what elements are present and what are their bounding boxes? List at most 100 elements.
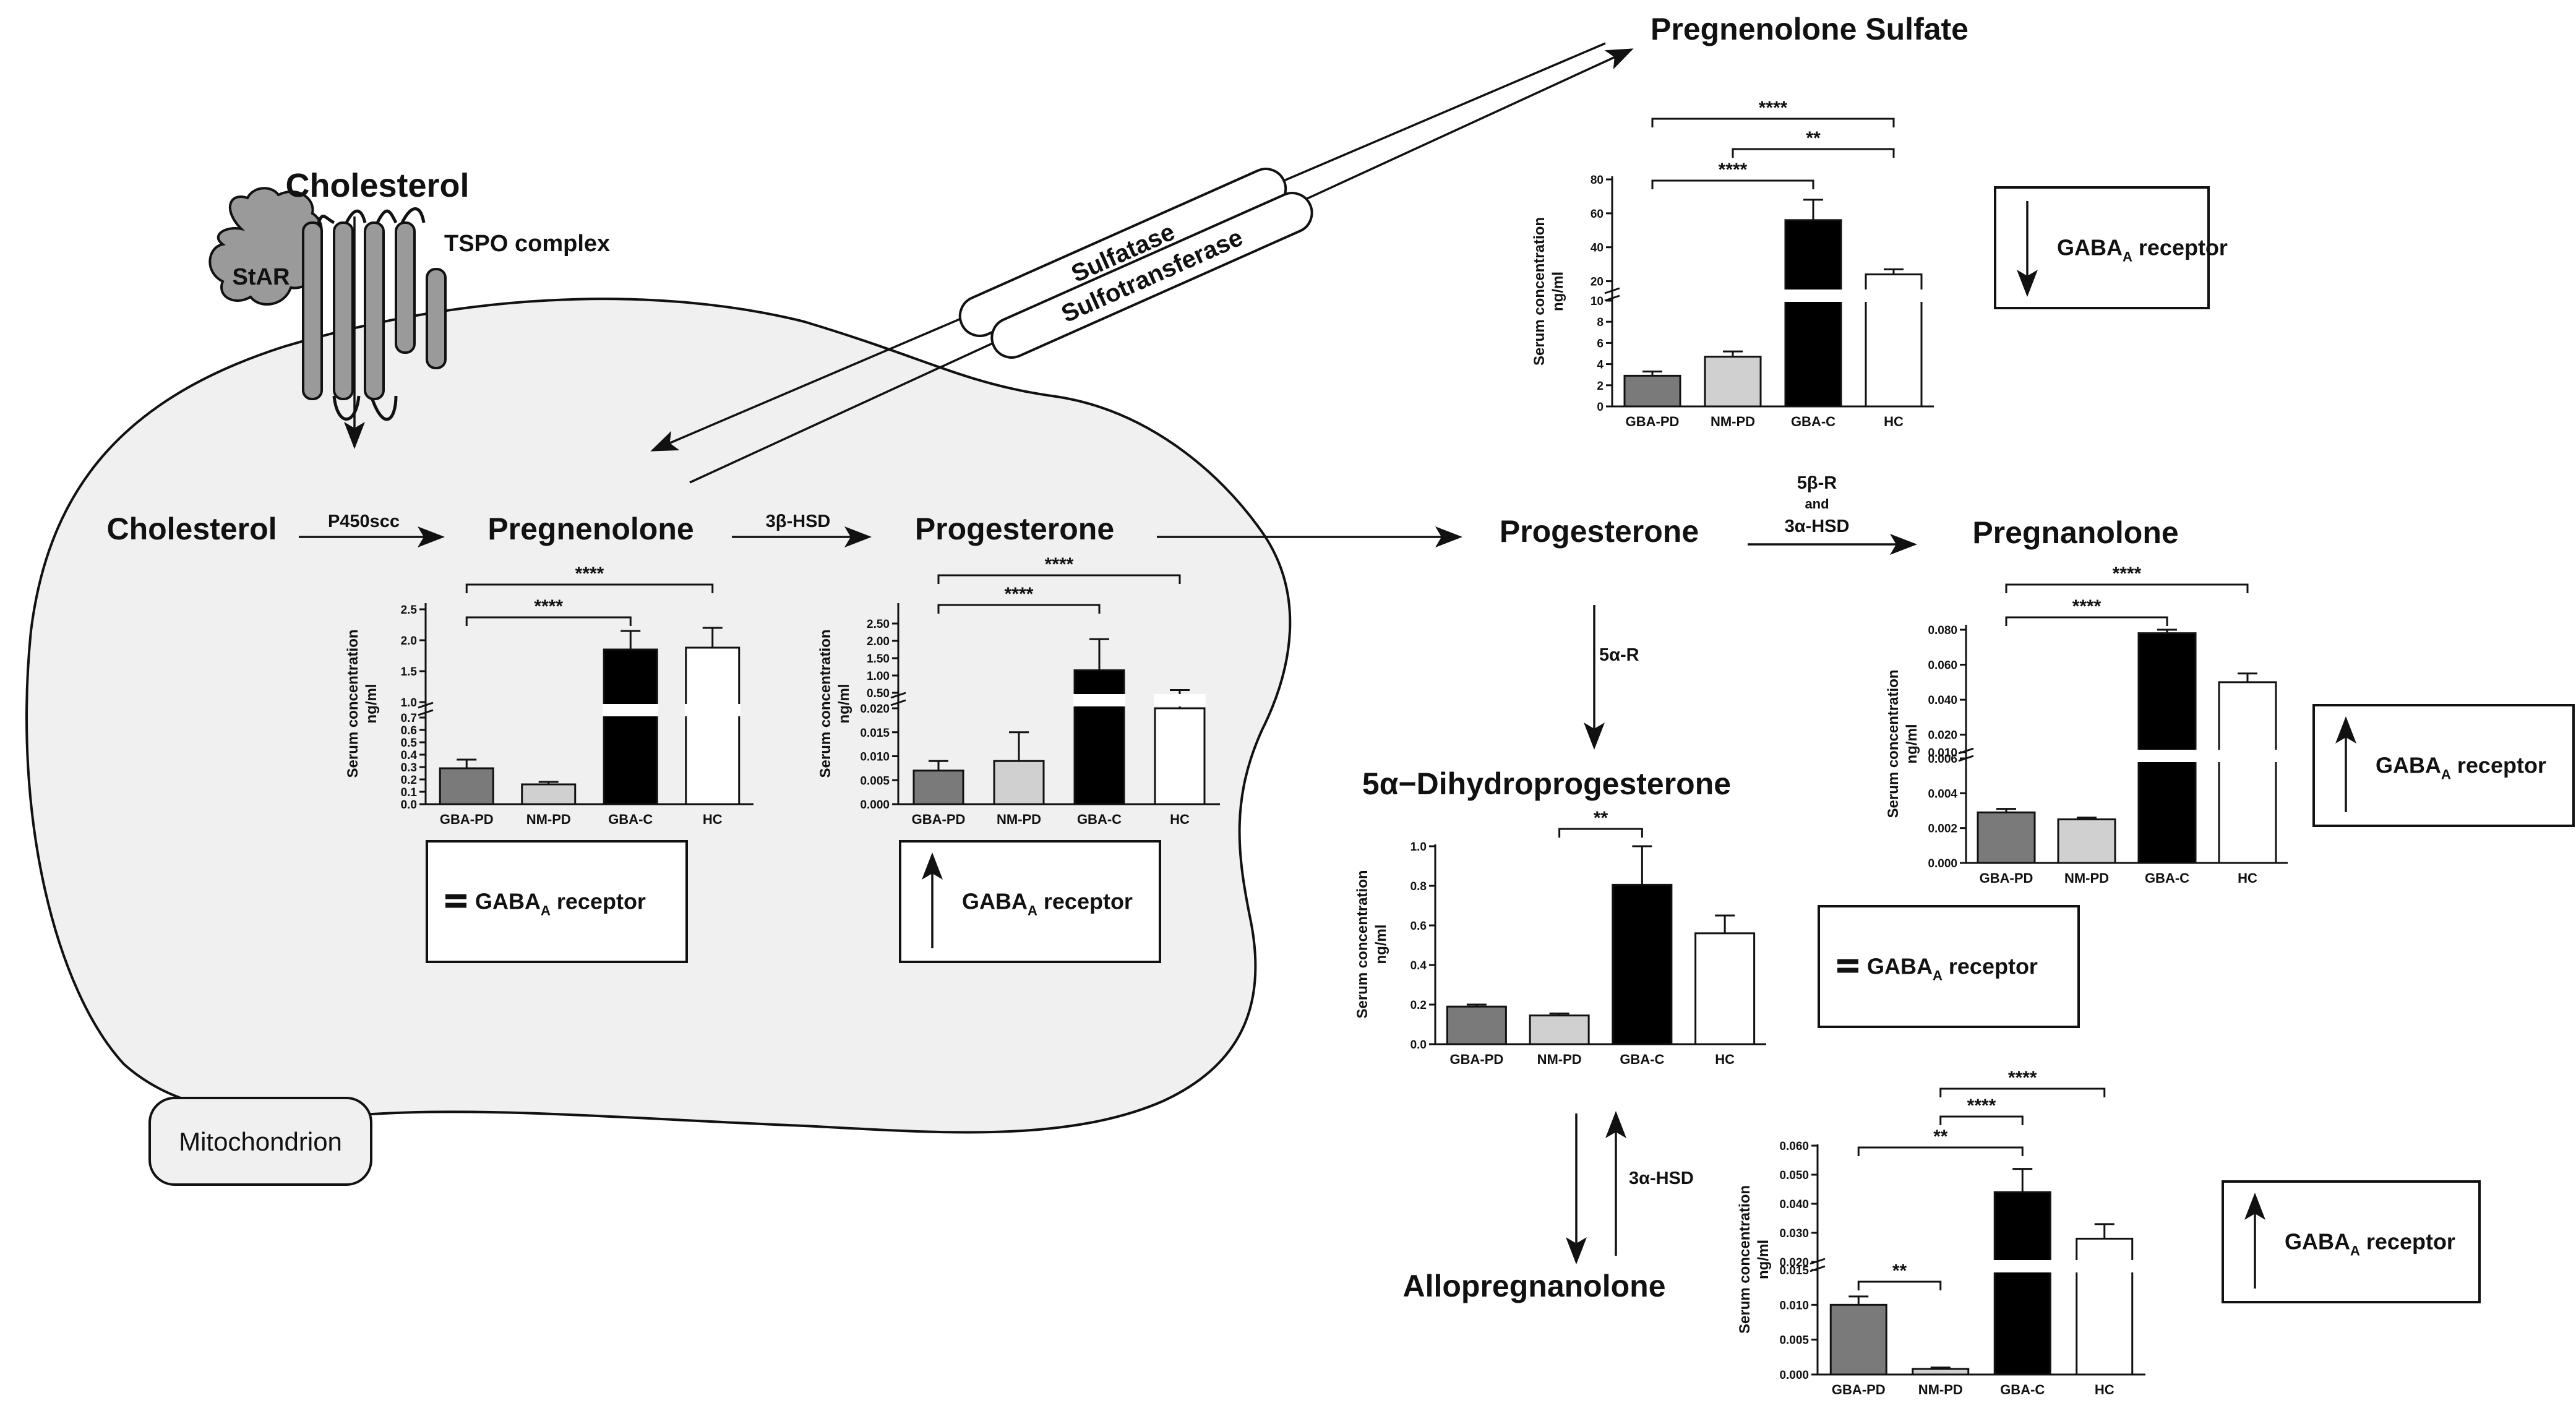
y-tick-label: 0.040 [1928, 694, 1957, 707]
y-tick-label: 1.0 [401, 697, 417, 710]
chart-pregnanolone: 0.0000.0020.0040.0060.0200.0400.0600.080… [1885, 564, 2288, 886]
y-tick-label: 0.020 [860, 703, 890, 716]
receptor-name: GABA [2057, 235, 2123, 260]
axis-break-mark [1810, 1265, 1826, 1272]
x-category-label: GBA-PD [912, 812, 966, 827]
significance-bracket [1651, 179, 1814, 189]
bar-break-gap [1784, 289, 1842, 302]
y-tick-label: 0.5 [401, 737, 418, 750]
y-tick-label: 0.050 [1779, 1169, 1809, 1182]
significance-bracket [937, 604, 1101, 614]
cholesterol-label: Cholesterol [106, 512, 277, 546]
bar-nm-pd [1529, 1014, 1590, 1045]
receptor-suffix: receptor [2360, 1229, 2455, 1254]
x-category-label: GBA-PD [1449, 1052, 1503, 1067]
receptor-label: GABAA receptor [2376, 753, 2546, 783]
x-category-label: HC [1170, 812, 1190, 827]
receptor-name: GABA [2376, 753, 2441, 778]
significance-bracket [2005, 583, 2249, 593]
significance-bracket [937, 574, 1181, 584]
receptor-name: GABA [475, 889, 541, 914]
x-category-label: GBA-C [2000, 1382, 2045, 1397]
significance-stars: **** [1005, 584, 1034, 604]
x-category-label: NM-PD [1918, 1382, 1963, 1397]
significance-bracket [1857, 1146, 2024, 1156]
and-label: and [1805, 496, 1829, 512]
bar-gba-pd [912, 770, 964, 805]
y-tick-label: 0.015 [860, 727, 890, 740]
receptor-subscript: A [2350, 1243, 2360, 1259]
receptor-suffix: receptor [1037, 889, 1133, 914]
axis-break-mark [1604, 287, 1620, 294]
bar-hc [685, 646, 741, 805]
receptor-suffix: receptor [2451, 753, 2546, 778]
dihydroprogesterone-label: 5α−Dihydroprogesterone [1362, 766, 1731, 801]
x-category-label: NM-PD [1711, 414, 1755, 429]
receptor-box-frame [899, 840, 1161, 963]
receptor-box-frame [1818, 905, 2080, 1028]
receptor-name: GABA [2285, 1229, 2350, 1254]
x-category-label: GBA-PD [1980, 870, 2033, 886]
y-tick-label: 10 [1591, 295, 1604, 308]
receptor-label: GABAA receptor [2285, 1229, 2455, 1259]
y-tick-label: 1.5 [401, 666, 418, 679]
y-tick-label: 0.000 [860, 799, 890, 812]
y-tick-label: 0.015 [1779, 1264, 1809, 1277]
bar-nm-pd [1704, 356, 1762, 408]
y-axis-label: Serum concentration [1737, 1185, 1753, 1334]
axis-break-mark [1604, 294, 1620, 302]
y-tick-label: 2 [1597, 380, 1604, 393]
y-tick-label: 0.1 [401, 786, 418, 799]
y-axis-label: Serum concentration [817, 629, 834, 778]
chart-progesterone: 0.0000.0050.0100.0150.0200.501.001.502.0… [817, 554, 1220, 827]
bar-break-gap [2075, 1260, 2134, 1272]
significance-stars: **** [2113, 564, 2142, 584]
bar-gba-pd [1623, 374, 1681, 408]
significance-stars: **** [2072, 596, 2102, 617]
receptor-box-pregnanolone: GABAA receptor [2312, 704, 2575, 827]
significance-bracket [1939, 1115, 2024, 1125]
axis-break-mark [1810, 1258, 1826, 1265]
x-category-label: GBA-C [1077, 812, 1122, 827]
chart-pregnenolone: 0.00.10.20.30.40.50.60.71.01.52.02.5Seru… [345, 564, 753, 827]
y-tick-label: 0.002 [1928, 823, 1957, 836]
bar-gba-c [603, 648, 658, 805]
bar-break-gap [1993, 1260, 2052, 1272]
y-tick-label: 4 [1597, 359, 1604, 372]
y-tick-label: 0.2 [401, 774, 417, 787]
3b-hsd-label: 3β-HSD [766, 512, 831, 531]
x-category-label: NM-PD [1537, 1052, 1582, 1067]
receptor-label: GABAA receptor [475, 889, 646, 919]
y-axis-label: Serum concentration [345, 629, 361, 778]
significance-stars: **** [1967, 1096, 1996, 1116]
bar-gba-pd [1446, 1005, 1507, 1045]
receptor-subscript: A [1028, 903, 1037, 919]
y-tick-label: 0.060 [1779, 1140, 1809, 1153]
axis-break-mark [890, 692, 906, 699]
receptor-name: GABA [962, 889, 1028, 914]
axis-break-mark [890, 699, 906, 706]
receptor-box-frame [2222, 1180, 2481, 1303]
y-tick-label: 0.4 [1410, 959, 1427, 972]
significance-bracket [1732, 148, 1895, 158]
axis-break-mark [1958, 755, 1974, 762]
bar-gba-pd [439, 767, 494, 805]
y-tick-label: 0.7 [401, 712, 417, 725]
y-axis-label: Serum concentration [1885, 669, 1902, 818]
equal-icon [1837, 967, 1858, 973]
y-tick-label: 0 [1597, 401, 1604, 414]
y-tick-label: 1.00 [867, 670, 890, 683]
bar-break-gap [603, 704, 659, 716]
y-tick-label: 0.020 [1928, 729, 1957, 742]
axis-break-mark [1958, 747, 1974, 755]
y-tick-label: 0.0 [401, 799, 417, 812]
bar-nm-pd [2057, 818, 2116, 864]
equal-icon [1837, 959, 1858, 964]
receptor-subscript: A [541, 903, 551, 919]
significance-bracket [1558, 828, 1643, 838]
x-category-label: HC [1884, 414, 1904, 429]
bar-nm-pd [993, 760, 1045, 805]
y-axis-unit: ng/ml [1755, 1240, 1772, 1279]
axis-break-mark [418, 709, 434, 716]
receptor-suffix: receptor [1943, 954, 2038, 979]
